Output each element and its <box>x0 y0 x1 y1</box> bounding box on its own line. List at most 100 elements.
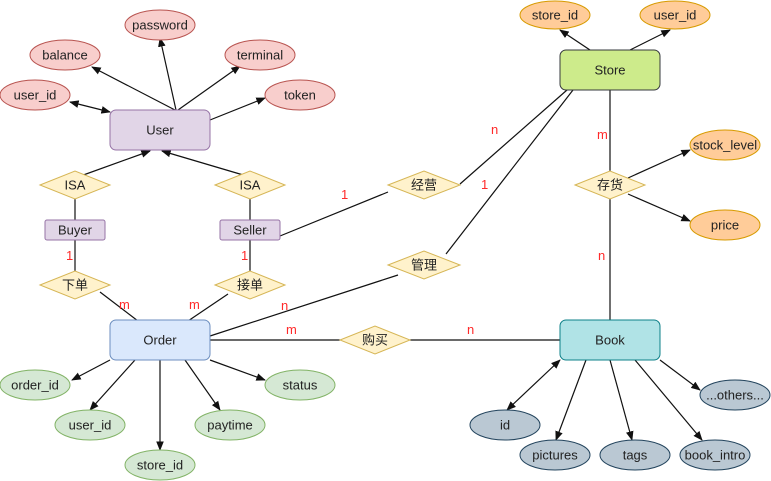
edge-book-others <box>659 359 701 391</box>
attr-user-token[interactable]: token <box>264 79 336 111</box>
attr-order-storeid[interactable]: store_id <box>124 449 196 481</box>
attr-order-status[interactable]: status <box>264 369 336 401</box>
attr-store-stocklevel-label: stock_level <box>693 138 757 153</box>
cardinality-labels: 1 m 1 m n 1 1 n m n m n <box>66 122 608 337</box>
attr-order-orderid-label: order_id <box>11 378 59 393</box>
attr-book-pictures-label: pictures <box>532 448 578 463</box>
edge-book-intro <box>634 359 703 441</box>
attr-store-price-label: price <box>711 218 739 233</box>
card-stock-n: n <box>598 248 605 263</box>
entity-book[interactable]: Book <box>559 319 661 361</box>
attr-order-storeid-label: store_id <box>137 458 183 473</box>
attr-order-paytime-label: paytime <box>207 418 253 433</box>
relationship-operate[interactable]: 经营 <box>386 170 462 200</box>
edge-seller-operate <box>279 191 389 237</box>
attr-book-tags[interactable]: tags <box>599 439 671 471</box>
edge-manage-store <box>445 89 574 255</box>
card-stock-m: m <box>597 127 608 142</box>
card-manage-n: n <box>281 298 288 313</box>
entity-seller-label: Seller <box>233 223 267 238</box>
edge-book-id <box>506 359 561 411</box>
edge-user-token <box>209 97 266 121</box>
edge-user-password <box>158 37 177 111</box>
edge-operate-store <box>459 89 568 185</box>
edge-stock-price <box>627 193 691 222</box>
attr-book-tags-label: tags <box>623 448 648 463</box>
card-purchase-n: n <box>467 322 474 337</box>
entity-order[interactable]: Order <box>109 319 211 361</box>
entity-buyer[interactable]: Buyer <box>44 219 106 241</box>
edge-isa-left-user <box>74 150 151 179</box>
card-buyer-1: 1 <box>66 248 73 263</box>
edge-order-status <box>209 359 266 381</box>
attr-book-intro[interactable]: book_intro <box>679 439 751 471</box>
attr-book-id-label: id <box>500 418 510 433</box>
edge-takeorder-order <box>187 293 229 322</box>
attr-order-paytime[interactable]: paytime <box>194 409 266 441</box>
edge-placeorder-order <box>99 291 139 322</box>
relationship-operate-label: 经营 <box>411 178 437 193</box>
attr-book-intro-label: book_intro <box>685 448 746 463</box>
attr-user-token-label: token <box>284 88 316 103</box>
entity-store[interactable]: Store <box>559 49 661 91</box>
relationship-isa-right-label: ISA <box>240 178 261 193</box>
attr-order-status-label: status <box>283 378 318 393</box>
relationship-place-order[interactable]: 下单 <box>38 270 112 300</box>
edge-isa-right-user <box>161 149 251 178</box>
attr-book-others[interactable]: ...others... <box>699 379 771 411</box>
edge-order-manage <box>209 274 399 337</box>
relationship-purchase-label: 购买 <box>362 333 388 348</box>
card-buyer-m: m <box>119 297 130 312</box>
attr-store-userid[interactable]: user_id <box>639 0 711 30</box>
edge-stock-stocklevel <box>627 149 691 179</box>
attr-user-terminal-label: terminal <box>237 48 283 63</box>
attr-user-balance-label: balance <box>42 48 88 63</box>
connector-lines <box>69 29 703 451</box>
attr-order-userid[interactable]: user_id <box>54 409 126 441</box>
relationship-isa-right[interactable]: ISA <box>213 170 287 200</box>
edge-store-userid <box>629 29 671 51</box>
card-seller-1: 1 <box>241 248 248 263</box>
relationship-isa-left[interactable]: ISA <box>38 170 112 200</box>
attr-book-pictures[interactable]: pictures <box>519 439 591 471</box>
attr-user-terminal[interactable]: terminal <box>224 39 296 71</box>
attr-store-stocklevel[interactable]: stock_level <box>689 129 761 161</box>
card-operate-1: 1 <box>341 187 348 202</box>
entity-user-label: User <box>146 123 174 138</box>
card-purchase-m: m <box>286 322 297 337</box>
attr-book-others-label: ...others... <box>706 388 764 403</box>
attr-book-id[interactable]: id <box>469 409 541 441</box>
attr-store-price[interactable]: price <box>689 209 761 241</box>
relationship-take-order[interactable]: 接单 <box>213 270 287 300</box>
relationship-manage[interactable]: 管理 <box>386 250 462 280</box>
entity-seller[interactable]: Seller <box>219 219 281 241</box>
relationship-manage-label: 管理 <box>411 258 437 273</box>
relationship-place-order-label: 下单 <box>62 278 88 293</box>
attr-order-userid-label: user_id <box>69 418 112 433</box>
entity-order-label: Order <box>143 333 177 348</box>
relationship-isa-left-label: ISA <box>65 178 86 193</box>
relationship-stock[interactable]: 存货 <box>573 170 647 200</box>
card-seller-m: m <box>189 297 200 312</box>
edge-user-balance <box>91 66 176 111</box>
edge-user-userid <box>69 100 111 114</box>
attr-store-storeid[interactable]: store_id <box>519 0 591 30</box>
attr-order-orderid[interactable]: order_id <box>0 369 71 401</box>
relationship-purchase[interactable]: 购买 <box>338 325 412 355</box>
card-manage-1: 1 <box>481 177 488 192</box>
attr-store-userid-label: user_id <box>654 8 697 23</box>
entity-buyer-label: Buyer <box>58 223 93 238</box>
edge-order-userid <box>89 359 136 411</box>
entity-store-label: Store <box>594 63 625 78</box>
edge-book-tags <box>609 359 634 441</box>
entity-user[interactable]: User <box>109 109 211 151</box>
attr-user-balance[interactable]: balance <box>29 39 101 71</box>
card-operate-n: n <box>491 122 498 137</box>
attr-user-userid[interactable]: user_id <box>0 79 71 111</box>
attr-user-password[interactable]: password <box>124 9 196 41</box>
entity-book-label: Book <box>595 333 625 348</box>
attr-user-userid-label: user_id <box>14 88 57 103</box>
edge-store-storeid <box>559 29 591 51</box>
relationship-stock-label: 存货 <box>597 178 623 193</box>
